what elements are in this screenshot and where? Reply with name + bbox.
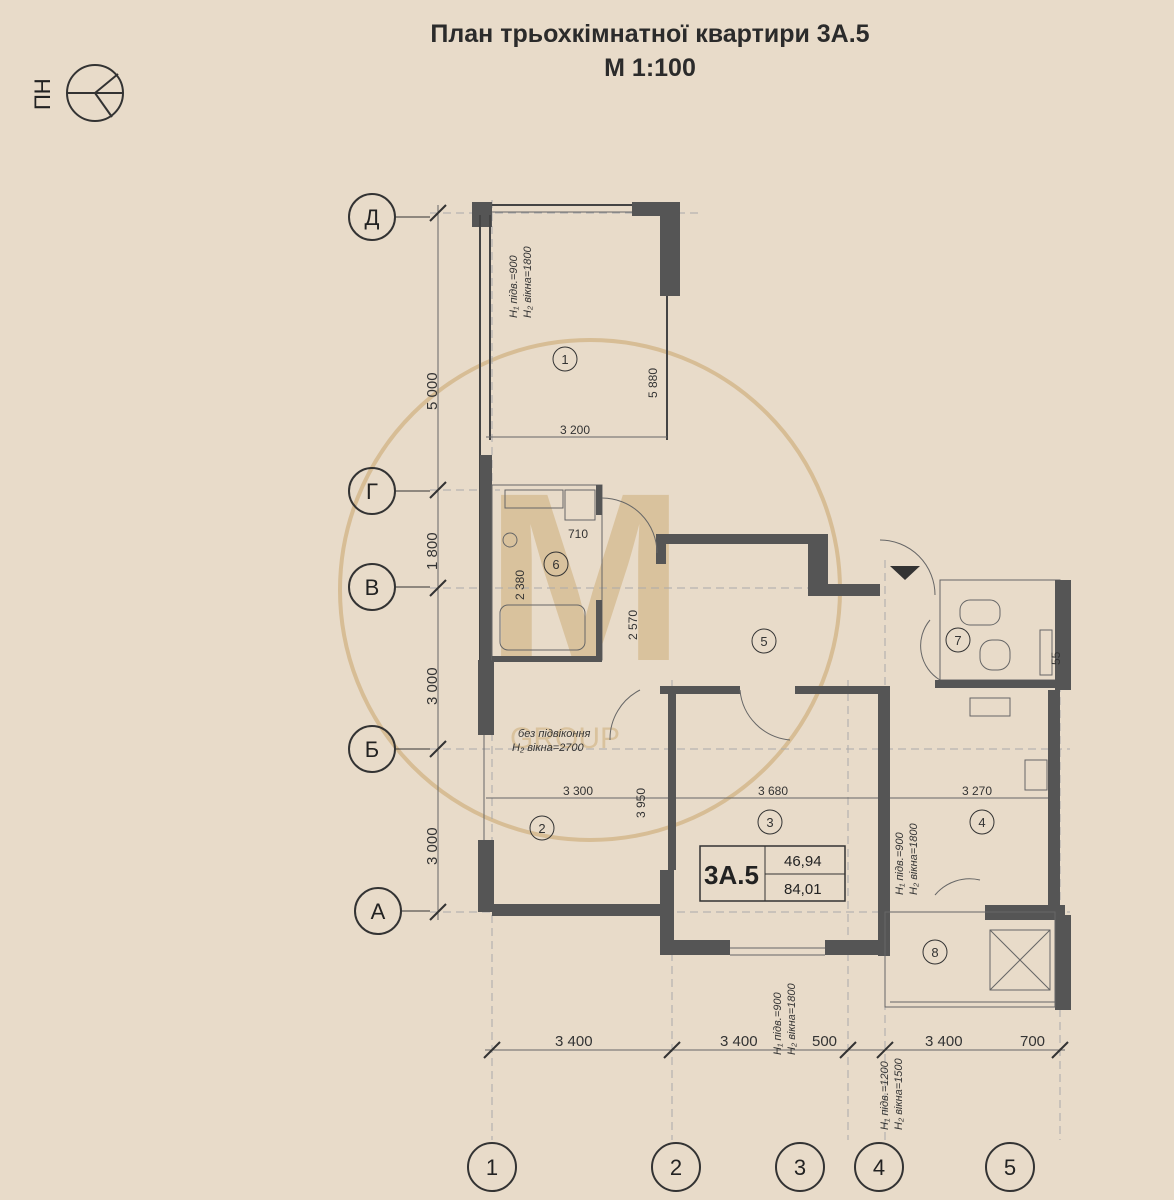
note-window5-sill: H₁ підв.=1200 (879, 1060, 891, 1130)
note-window2-height: H₂ вікна=2700 (512, 742, 585, 754)
dim-room2-width: 3 300 (563, 784, 593, 798)
north-label: ПН (30, 78, 55, 110)
dim-left-2: 1 800 (424, 532, 441, 570)
room-3: 3 (757, 809, 783, 835)
svg-text:Д: Д (365, 205, 380, 230)
note-window4-height: H₂ вікна=1800 (908, 822, 920, 895)
note-window4-sill: H₁ підв.=900 (894, 831, 906, 895)
room-6: 6 (543, 551, 569, 577)
axis-row-G: Г (348, 467, 430, 515)
svg-text:1: 1 (486, 1155, 498, 1180)
room-8: 8 (922, 939, 948, 965)
room-4: 4 (969, 809, 995, 835)
axis-col-5: 5 (985, 1142, 1035, 1192)
fixtures (499, 489, 1053, 991)
dim-bottom-5: 700 (1020, 1033, 1045, 1050)
svg-text:4: 4 (873, 1155, 885, 1180)
doors (601, 497, 981, 896)
svg-text:6: 6 (552, 557, 559, 572)
svg-text:Б: Б (365, 737, 379, 762)
room-7: 7 (945, 627, 971, 653)
plan-scale: М 1:100 (604, 54, 696, 82)
dim-room1-length: 5 880 (646, 368, 660, 398)
dim-bottom-4: 3 400 (925, 1033, 963, 1050)
note-window2-nosill: без підвіконня (518, 728, 591, 740)
room-1: 1 (552, 346, 578, 372)
note-window3-sill: H₁ підв.=900 (772, 991, 784, 1055)
svg-text:3: 3 (766, 815, 773, 830)
svg-text:1: 1 (561, 352, 568, 367)
note-window3-height: H₂ вікна=1800 (786, 982, 798, 1055)
unit-living-area: 46,94 (784, 853, 822, 870)
dim-bottom-3: 500 (812, 1033, 837, 1050)
dim-left-1: 5 000 (424, 372, 441, 410)
dim-corridor-length: 2 570 (626, 610, 640, 640)
room-2: 2 (529, 815, 555, 841)
axis-col-2: 2 (651, 1142, 701, 1192)
svg-text:2: 2 (538, 821, 545, 836)
unit-total-area: 84,01 (784, 881, 822, 898)
svg-text:7: 7 (954, 633, 961, 648)
axis-col-3: 3 (775, 1142, 825, 1192)
north-arrow-icon (66, 64, 124, 122)
axis-row-D: Д (348, 193, 430, 241)
svg-text:4: 4 (978, 815, 985, 830)
dim-small-55: 55 (1049, 651, 1063, 665)
axis-col-4: 4 (854, 1142, 904, 1192)
svg-text:А: А (371, 899, 386, 924)
dim-left-3: 3 000 (424, 667, 441, 705)
svg-text:M: M (485, 443, 685, 711)
room-5: 5 (751, 628, 777, 654)
dim-bottom-1: 3 400 (555, 1033, 593, 1050)
dim-bath-length: 2 380 (513, 570, 527, 600)
plan-title: План трьохкімнатної квартири 3А.5 (430, 20, 870, 48)
note-window1-height: H₂ вікна=1800 (522, 245, 534, 318)
svg-text:5: 5 (760, 634, 767, 649)
svg-text:5: 5 (1004, 1155, 1016, 1180)
entrance-arrow-icon (890, 566, 920, 580)
svg-text:Г: Г (366, 479, 378, 504)
axis-row-V: В (348, 563, 430, 611)
dim-bath-width: 710 (568, 527, 588, 541)
watermark-logo: M GROUP (338, 338, 842, 842)
note-window1-sill: H₁ підв.=900 (508, 254, 520, 318)
axis-row-A: А (354, 887, 430, 935)
axis-col-1: 1 (467, 1142, 517, 1192)
svg-text:В: В (365, 575, 380, 600)
unit-label: 3А.5 46,94 84,01 (699, 845, 846, 902)
dim-left-4: 3 000 (424, 827, 441, 865)
axis-row-B: Б (348, 725, 430, 773)
svg-text:3: 3 (794, 1155, 806, 1180)
dim-room2-length: 3 950 (634, 788, 648, 818)
unit-code: 3А.5 (704, 860, 759, 890)
dim-room1-width: 3 200 (560, 423, 590, 437)
svg-text:8: 8 (931, 945, 938, 960)
note-window5-height: H₂ вікна=1500 (893, 1057, 905, 1130)
walls (472, 202, 1071, 1010)
dim-room4-width: 3 270 (962, 784, 992, 798)
svg-text:2: 2 (670, 1155, 682, 1180)
dim-bottom-2: 3 400 (720, 1033, 758, 1050)
dim-room3-width: 3 680 (758, 784, 788, 798)
